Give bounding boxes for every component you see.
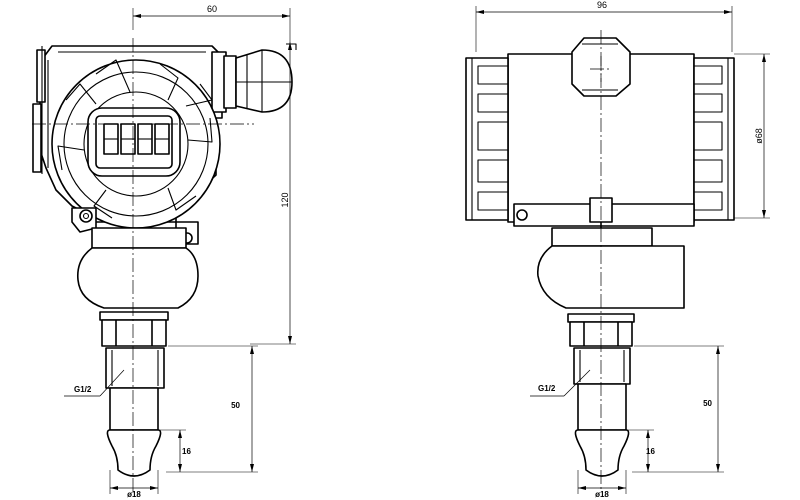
side-dim-diameter: ø18 xyxy=(577,470,627,499)
side-dim-tip-length: 16 xyxy=(626,429,655,472)
side-dim-housing-diameter-label: ø68 xyxy=(754,128,764,144)
side-dim-width: 96 xyxy=(475,0,733,52)
front-dim-height-label: 120 xyxy=(280,192,290,207)
side-right-fins xyxy=(693,57,735,221)
side-thread-label: G1/2 xyxy=(538,384,556,393)
front-thread xyxy=(105,347,165,389)
side-dim-width-label: 96 xyxy=(597,0,607,10)
front-dim-thread-length: 50 xyxy=(166,345,258,473)
side-neck xyxy=(536,227,685,309)
side-dim-thread-length: 50 xyxy=(632,345,724,473)
front-dim-thread-length-label: 50 xyxy=(231,401,240,410)
front-dim-height: 120 xyxy=(250,42,296,345)
side-thread xyxy=(573,347,631,385)
front-probe xyxy=(106,387,162,477)
front-view: 60 120 50 16 xyxy=(32,4,297,499)
side-thread-callout: G1/2 xyxy=(530,369,591,397)
side-dim-tip-length-label: 16 xyxy=(646,447,655,456)
front-neck xyxy=(76,227,199,309)
front-dim-diameter-label: ø18 xyxy=(127,490,141,499)
side-dim-thread-length-label: 50 xyxy=(703,399,712,408)
side-left-fins xyxy=(465,57,509,221)
front-dim-width: 60 xyxy=(132,4,291,42)
front-dim-tip-length-label: 16 xyxy=(182,447,191,456)
side-dim-diameter-label: ø18 xyxy=(595,490,609,499)
front-cable-gland xyxy=(211,43,297,113)
front-ground-screw xyxy=(71,207,97,233)
front-thread-callout: G1/2 xyxy=(64,369,125,397)
side-view: 96 ø68 50 16 xyxy=(465,0,770,499)
side-probe xyxy=(574,383,630,477)
front-lcd-display xyxy=(87,107,181,177)
front-dim-diameter: ø18 xyxy=(109,470,159,499)
front-dim-width-label: 60 xyxy=(207,4,217,14)
front-dim-tip-length: 16 xyxy=(158,429,191,472)
side-dim-housing-diameter: ø68 xyxy=(734,53,770,219)
front-hex-nut xyxy=(99,311,169,347)
front-thread-label: G1/2 xyxy=(74,385,92,394)
